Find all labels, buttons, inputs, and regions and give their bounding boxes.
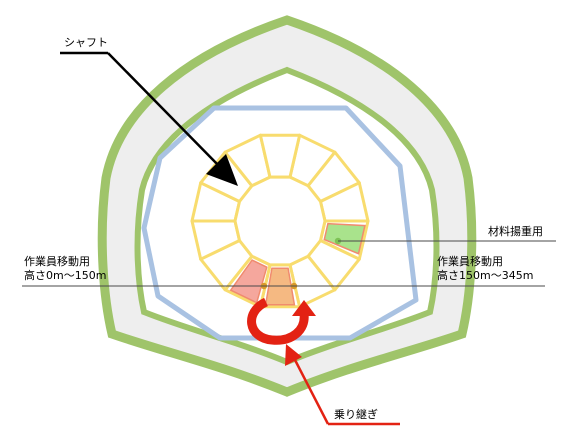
shaft-label: シャフト bbox=[64, 36, 108, 49]
worker-high-label-line1: 作業員移動用 bbox=[437, 254, 503, 268]
material-hoist-cell bbox=[323, 222, 366, 255]
elevator-high-cell bbox=[264, 267, 296, 306]
transfer-pointer-arrow bbox=[285, 344, 400, 426]
transfer-circular-arrow bbox=[247, 297, 316, 345]
material-hoist-label: 材料揚重用 bbox=[488, 224, 543, 238]
shaft-pointer-arrow bbox=[60, 51, 238, 186]
worker-high-label-line2: 高さ150m～345m bbox=[437, 268, 533, 282]
worker-low-label-line1: 作業員移動用 bbox=[24, 254, 90, 268]
worker-low-label-line2: 高さ0m～150m bbox=[24, 268, 106, 282]
shaft-core-void bbox=[233, 175, 327, 267]
transfer-label: 乗り継ぎ bbox=[334, 407, 378, 421]
elevator-low-cell bbox=[229, 259, 268, 304]
